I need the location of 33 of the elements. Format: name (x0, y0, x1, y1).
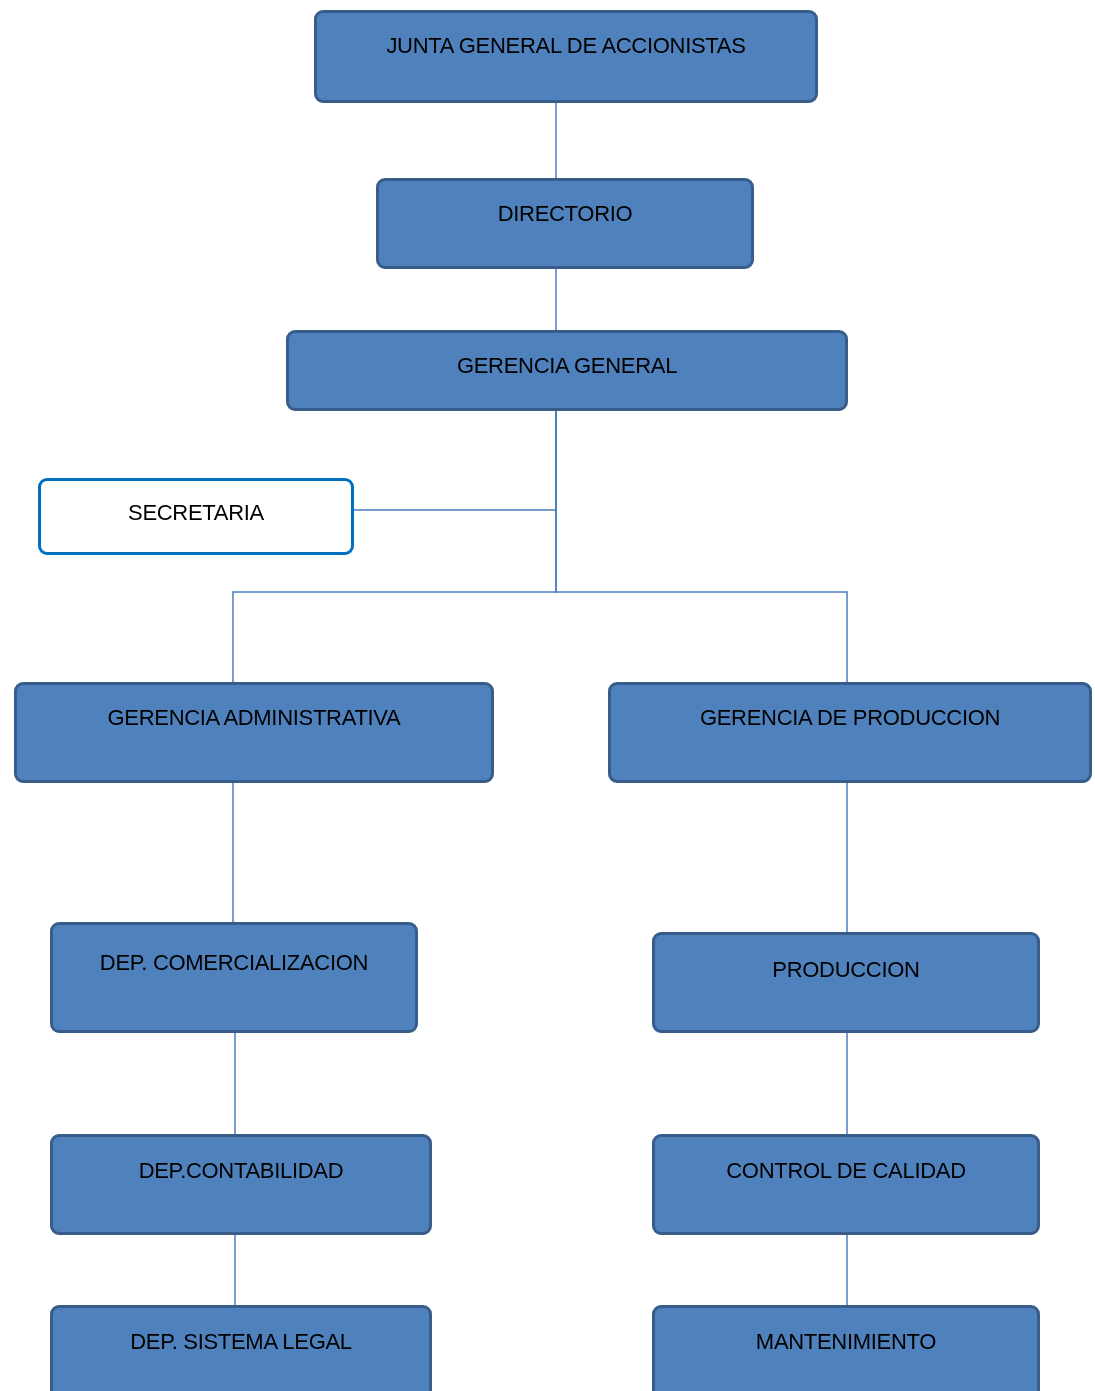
org-box (376, 178, 754, 269)
connector-line (555, 268, 557, 331)
box-label: PRODUCCION (772, 957, 920, 984)
box-label: GERENCIA ADMINISTRATIVA (107, 705, 401, 732)
connector-line (232, 782, 234, 923)
org-box (314, 10, 818, 103)
box-label: GERENCIA GENERAL (456, 353, 678, 380)
org-box (286, 330, 848, 411)
box-label: DIRECTORIO (497, 201, 633, 228)
outlined-box (38, 478, 354, 555)
connector-line (234, 1234, 236, 1306)
org-box (50, 1305, 432, 1391)
box-label: DEP. COMERCIALIZACION (99, 950, 369, 977)
connector-line (846, 1234, 848, 1306)
org-box (652, 1305, 1040, 1391)
connector-line (555, 102, 557, 179)
org-box (652, 932, 1040, 1033)
connector-line (846, 1032, 848, 1135)
box-label: SECRETARIA (128, 500, 264, 527)
box-label: MANTENIMIENTO (755, 1329, 937, 1356)
box-label: DEP. SISTEMA LEGAL (130, 1329, 352, 1356)
org-box (652, 1134, 1040, 1235)
org-box (608, 682, 1092, 783)
org-box (50, 1134, 432, 1235)
connector-line (234, 1032, 236, 1135)
org-box (50, 922, 418, 1033)
connector-line (846, 782, 848, 933)
connector-line (555, 410, 848, 683)
box-label: DEP.CONTABILIDAD (138, 1158, 344, 1185)
box-label: CONTROL DE CALIDAD (726, 1158, 966, 1185)
box-label: JUNTA GENERAL DE ACCIONISTAS (386, 33, 746, 60)
box-label: GERENCIA DE PRODUCCION (699, 705, 1001, 732)
org-box (14, 682, 494, 783)
